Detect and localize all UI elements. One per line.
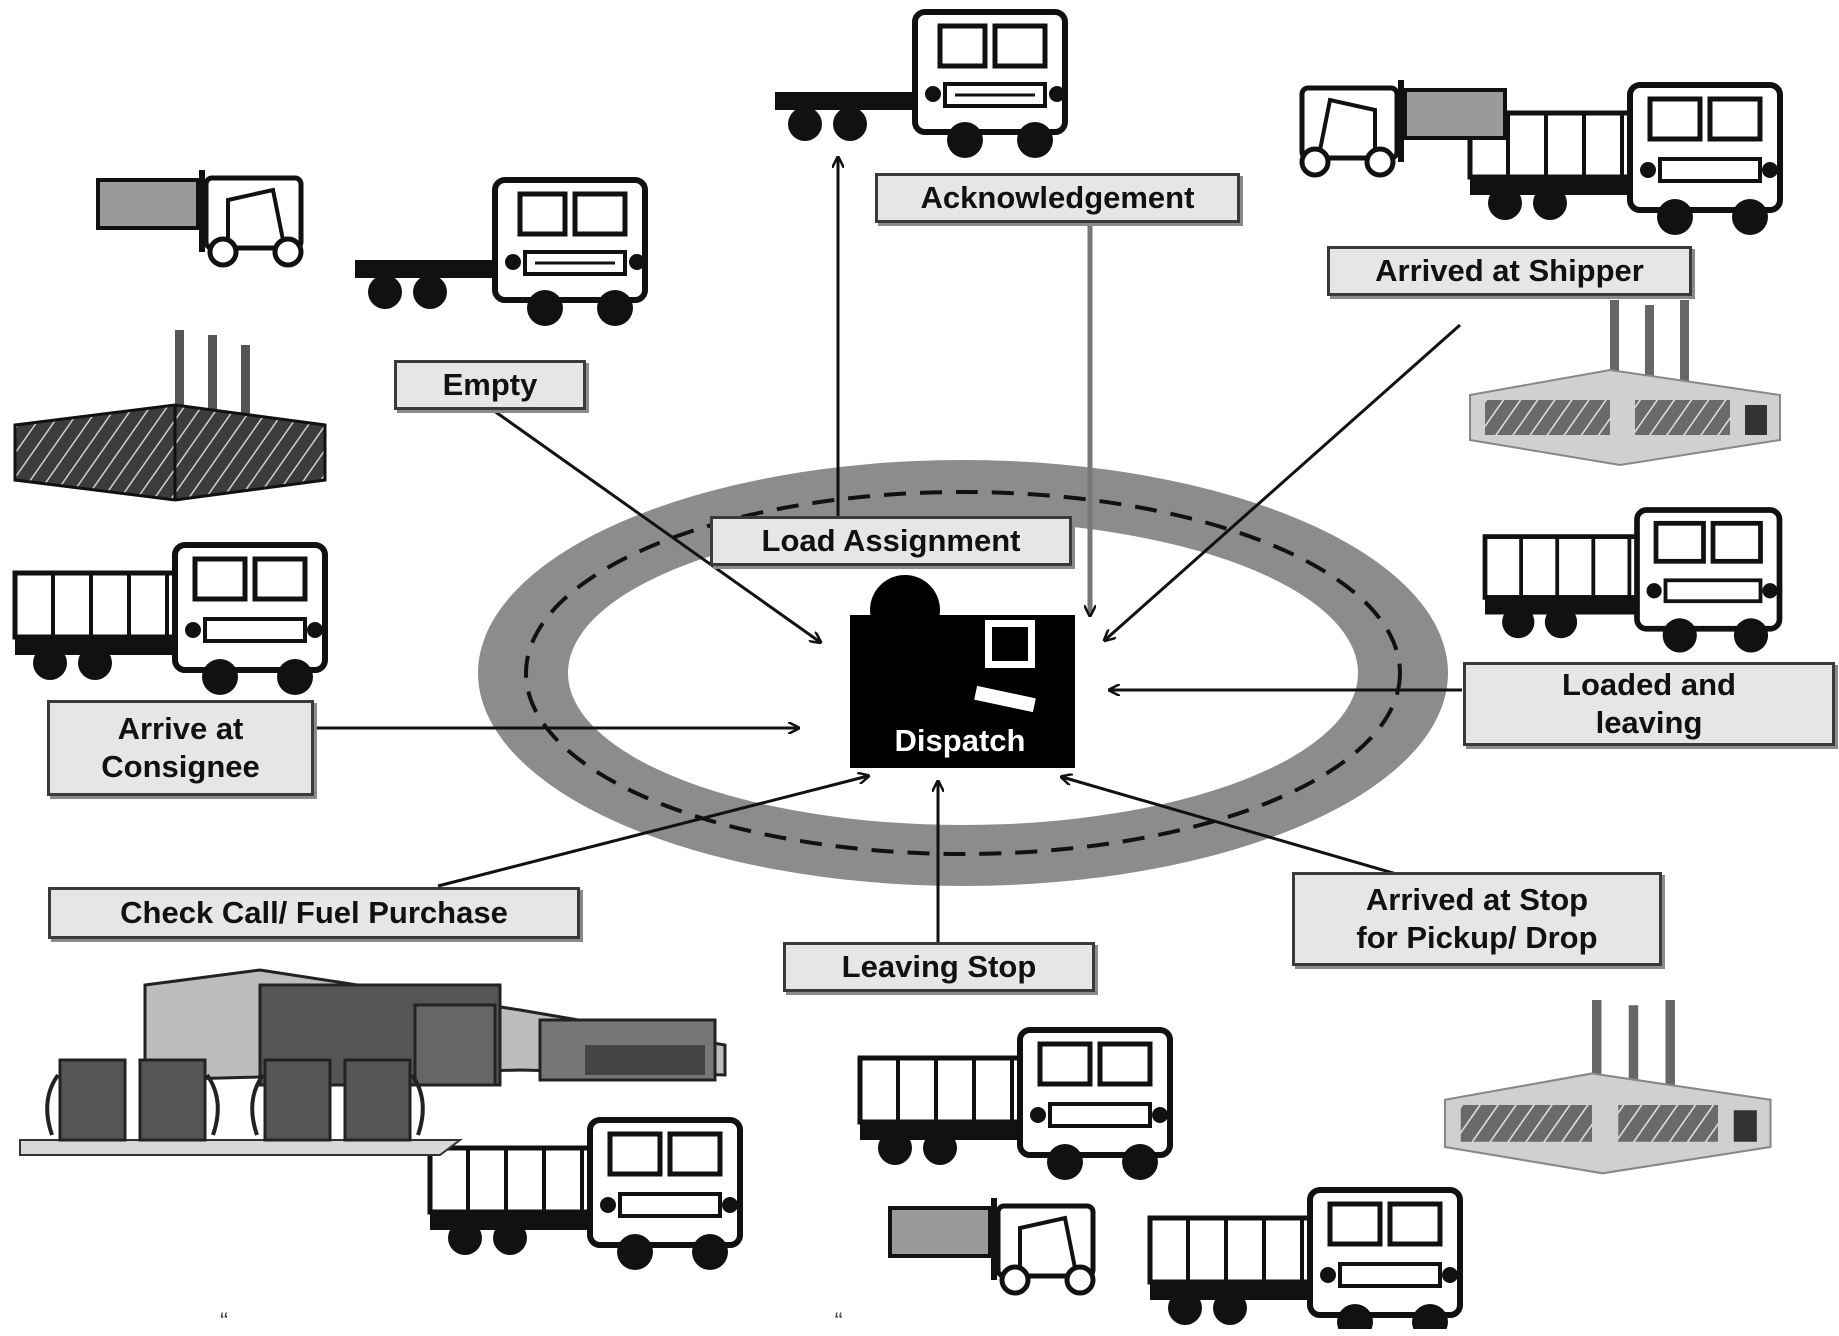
empty-label: Empty — [394, 360, 586, 410]
status-arrows — [312, 158, 1462, 945]
stray-marks: “ “ — [220, 1308, 1143, 1335]
truck-icon — [1470, 85, 1780, 235]
truck-icon — [1150, 1190, 1460, 1329]
truck-icon — [775, 12, 1065, 158]
truck-icon — [355, 180, 645, 326]
forklift-icon — [890, 1198, 1093, 1293]
factory-icon — [13, 328, 327, 502]
factory-icon — [1443, 998, 1772, 1175]
acknowledgement-label: Acknowledgement — [875, 173, 1240, 223]
truck-icon — [1485, 510, 1780, 653]
dispatch-label: Dispatch — [894, 723, 1026, 758]
check-call-fuel-purchase-label: Check Call/ Fuel Purchase — [48, 887, 580, 939]
truck-icon — [15, 545, 325, 695]
forklift-icon — [98, 170, 301, 265]
factory-icon — [1469, 299, 1781, 466]
arrived-at-shipper-label: Arrived at Shipper — [1327, 246, 1692, 296]
arrived-at-stop-label: Arrived at Stop for Pickup/ Drop — [1292, 872, 1662, 966]
truck-icon — [860, 1030, 1170, 1180]
loaded-and-leaving-label: Loaded and leaving — [1463, 662, 1835, 746]
leaving-stop-label: Leaving Stop — [783, 942, 1095, 992]
arrive-at-consignee-label: Arrive at Consignee — [47, 700, 314, 796]
load-assignment-label: Load Assignment — [710, 516, 1072, 566]
fuel-pump-icon — [45, 1058, 425, 1142]
dispatcher-icon — [850, 575, 1075, 768]
truck-icon — [430, 1120, 740, 1270]
